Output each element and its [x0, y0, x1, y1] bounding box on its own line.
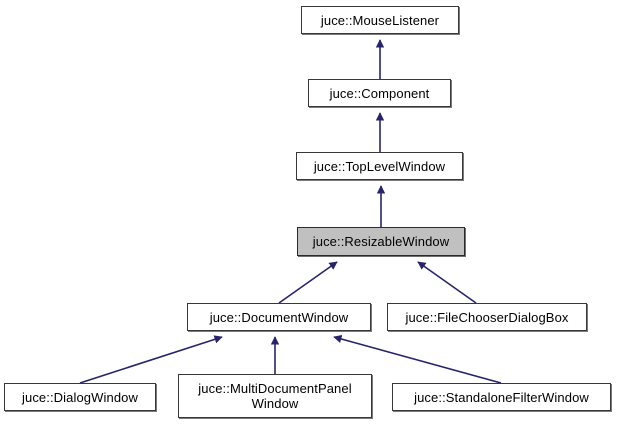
inheritance-edge [417, 261, 477, 304]
node-file-chooser-dialog-box[interactable]: juce::FileChooserDialogBox [387, 303, 587, 331]
node-label: juce::StandaloneFilterWindow [414, 389, 589, 405]
node-label: juce::DocumentWindow [209, 309, 349, 325]
node-label: juce::TopLevelWindow [313, 158, 446, 174]
node-top-level-window[interactable]: juce::TopLevelWindow [296, 152, 463, 180]
node-mouse-listener[interactable]: juce::MouseListener [301, 6, 459, 34]
node-standalone-filter-window[interactable]: juce::StandaloneFilterWindow [392, 383, 611, 411]
node-multi-document-panel-window[interactable]: juce::MultiDocumentPanel Window [178, 374, 372, 418]
node-label: juce::DialogWindow [22, 389, 138, 405]
node-label: juce::MultiDocumentPanel Window [198, 381, 352, 411]
node-label: juce::ResizableWindow [312, 234, 450, 249]
node-label: juce::FileChooserDialogBox [405, 309, 569, 325]
node-dialog-window[interactable]: juce::DialogWindow [4, 383, 156, 411]
node-document-window[interactable]: juce::DocumentWindow [187, 303, 371, 331]
node-label: juce::MouseListener [320, 12, 440, 28]
node-component[interactable]: juce::Component [308, 79, 451, 107]
node-label: juce::Component [329, 85, 430, 101]
node-resizable-window[interactable]: juce::ResizableWindow [297, 227, 465, 256]
inheritance-edge [278, 261, 338, 304]
